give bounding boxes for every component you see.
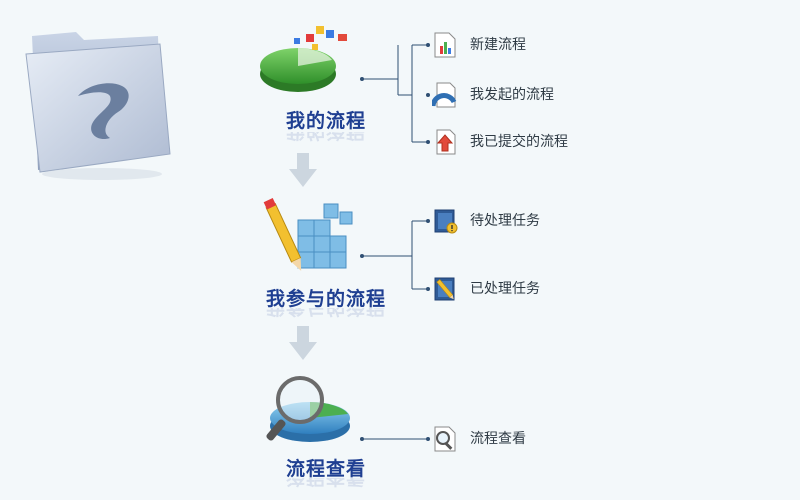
document-up-arrow-icon[interactable]	[432, 129, 458, 155]
down-arrow-icon	[289, 153, 317, 187]
my-initiated-flows-link[interactable]: 我发起的流程	[470, 87, 554, 103]
section-title-reflection: 我参与的流程	[256, 308, 396, 322]
section-title-reflection: 流程查看	[256, 478, 396, 492]
section-title: 我的流程	[285, 110, 366, 132]
pie-chart-icon	[260, 26, 347, 92]
book-warning-icon[interactable]	[432, 208, 458, 234]
document-blue-arc-icon[interactable]	[432, 82, 458, 108]
participated-flows-section: 我参与的流程 我参与的流程	[236, 196, 416, 318]
down-arrow-icon	[289, 326, 317, 360]
processed-tasks-link[interactable]: 已处理任务	[470, 281, 540, 297]
new-document-chart-icon[interactable]	[432, 32, 458, 58]
my-submitted-flows-link[interactable]: 我已提交的流程	[470, 134, 568, 150]
section-title: 流程查看	[285, 458, 366, 480]
my-flows-section: 我的流程 我的流程	[256, 16, 396, 156]
section-title: 我参与的流程	[265, 288, 386, 310]
book-pencil-icon[interactable]	[432, 276, 458, 302]
view-flows-section: 流程查看 流程查看	[236, 370, 416, 495]
pending-tasks-link[interactable]: 待处理任务	[470, 213, 540, 229]
section-title-reflection: 我的流程	[256, 132, 396, 146]
cubes-pencil-icon	[263, 198, 353, 271]
view-flows-link[interactable]: 流程查看	[470, 431, 526, 447]
document-magnifier-icon[interactable]	[432, 426, 458, 452]
magnifier-pie-icon	[266, 376, 350, 442]
new-flow-link[interactable]: 新建流程	[470, 37, 526, 53]
folder-icon	[25, 32, 171, 180]
